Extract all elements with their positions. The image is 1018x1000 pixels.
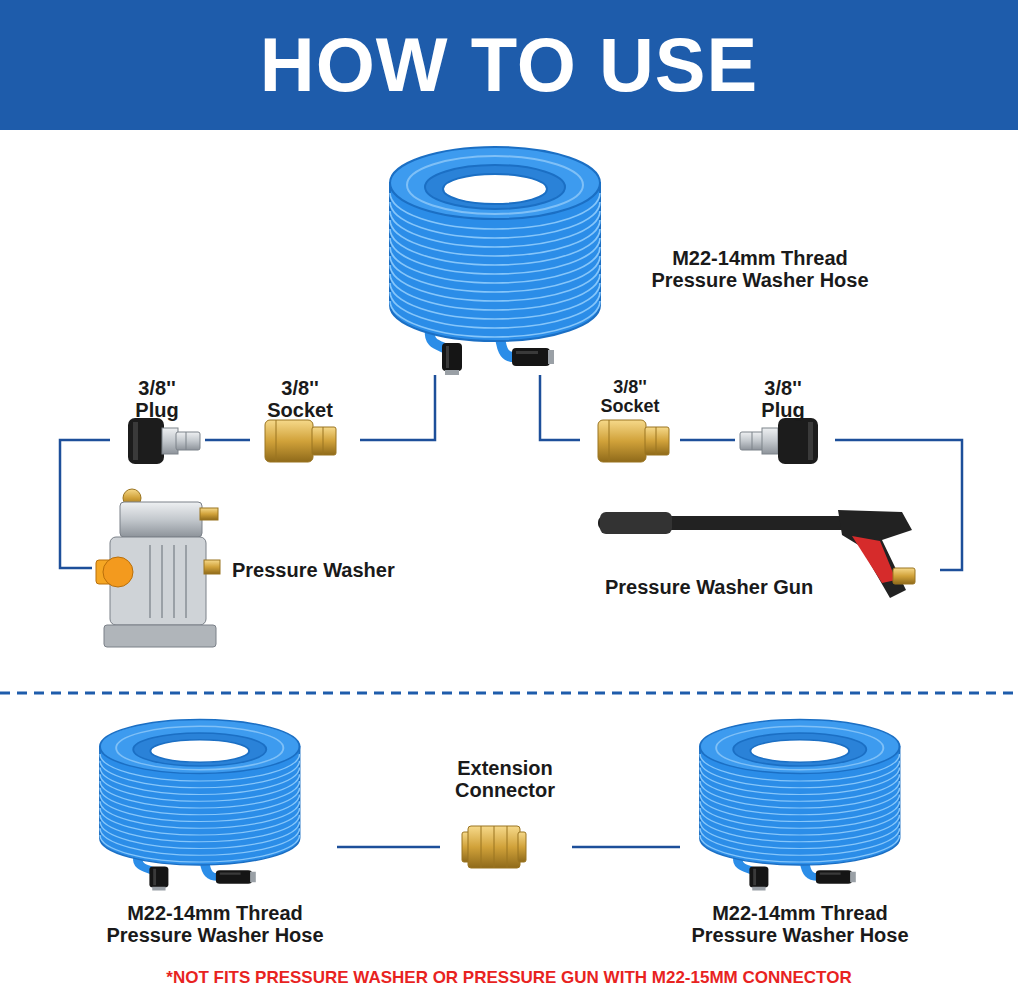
socket-hex bbox=[656, 427, 657, 455]
extension-coupler bbox=[462, 826, 526, 868]
connector-line bbox=[60, 440, 110, 568]
socket-fitting bbox=[598, 420, 669, 462]
plug-fitting bbox=[128, 418, 200, 464]
pump-fin bbox=[161, 545, 163, 618]
coupler-body bbox=[494, 826, 495, 868]
part-label: 3/8'' Socket bbox=[592, 378, 668, 417]
pump-outlet bbox=[200, 508, 218, 520]
socket-hex bbox=[645, 427, 669, 455]
plug-nipple bbox=[740, 432, 764, 450]
socket-body bbox=[609, 420, 610, 462]
socket-body bbox=[598, 420, 646, 462]
pressure-washer-pump bbox=[96, 489, 220, 647]
socket-body bbox=[276, 420, 277, 462]
part-label: M22-14mm Thread Pressure Washer Hose bbox=[645, 248, 875, 291]
hose-coil bbox=[100, 720, 300, 891]
gun-trigger bbox=[852, 536, 896, 583]
part-label: Pressure Washer Gun bbox=[605, 577, 835, 599]
plug-nipple bbox=[752, 432, 753, 450]
pump-head bbox=[120, 502, 202, 537]
gun-inlet bbox=[893, 568, 915, 584]
plug-part: 3/8'' Plug bbox=[110, 378, 205, 470]
plug-nut bbox=[778, 418, 818, 464]
socket-hex bbox=[312, 427, 336, 455]
plug-nut bbox=[808, 422, 813, 460]
dashed-divider bbox=[0, 692, 1018, 695]
plug-nut bbox=[133, 422, 138, 460]
connector-line bbox=[205, 439, 250, 442]
hose-part: M22-14mm Thread Pressure Washer Hose bbox=[680, 715, 922, 950]
plug-nipple bbox=[762, 428, 778, 454]
connector-line bbox=[540, 375, 580, 440]
plug-fitting bbox=[740, 418, 818, 464]
pump-fin bbox=[173, 545, 175, 618]
coupler-rim bbox=[518, 832, 526, 862]
warning-note: *NOT FITS PRESSURE WASHER OR PRESSURE GU… bbox=[0, 968, 1018, 988]
connector-line bbox=[572, 846, 680, 849]
plug-nipple bbox=[186, 432, 187, 450]
connector-line bbox=[835, 440, 962, 570]
part-label: 3/8'' Plug bbox=[747, 378, 819, 421]
hose-part: M22-14mm Thread Pressure Washer Hose bbox=[388, 140, 883, 375]
pump-fin bbox=[149, 545, 151, 618]
connector-line bbox=[337, 846, 440, 849]
pressure-washer-part: Pressure Washer bbox=[92, 488, 412, 653]
hose-coil bbox=[390, 147, 600, 375]
hose-coil bbox=[700, 720, 900, 891]
pump-valve bbox=[204, 560, 220, 574]
coupler-body bbox=[468, 826, 520, 868]
socket-hex bbox=[323, 427, 324, 455]
coupler-body bbox=[507, 826, 508, 868]
plug-part: 3/8'' Plug bbox=[735, 378, 835, 470]
connector-part: Extension Connector bbox=[440, 758, 572, 873]
part-label: 3/8'' Socket bbox=[264, 378, 336, 421]
plug-nut bbox=[128, 418, 164, 464]
gun-body bbox=[838, 510, 912, 598]
pump-base bbox=[104, 625, 216, 647]
pump-fin bbox=[185, 545, 187, 618]
connector-line bbox=[360, 375, 435, 440]
hose-part: M22-14mm Thread Pressure Washer Hose bbox=[95, 715, 337, 950]
part-label: 3/8'' Plug bbox=[121, 378, 193, 421]
socket-part: 3/8'' Socket bbox=[250, 378, 360, 470]
part-label: M22-14mm Thread Pressure Washer Hose bbox=[680, 903, 920, 946]
socket-fitting bbox=[265, 420, 336, 462]
part-label: Pressure Washer bbox=[232, 560, 410, 582]
spray-gun-part: Pressure Washer Gun bbox=[590, 485, 940, 605]
part-label: M22-14mm Thread Pressure Washer Hose bbox=[95, 903, 335, 946]
plug-nipple bbox=[176, 432, 200, 450]
connector-line bbox=[680, 439, 735, 442]
socket-part: 3/8'' Socket bbox=[580, 378, 680, 470]
part-label: Extension Connector bbox=[440, 758, 570, 801]
socket-body bbox=[265, 420, 313, 462]
coupler-body bbox=[481, 826, 482, 868]
title-banner: HOW TO USE bbox=[0, 0, 1018, 130]
banner-title: HOW TO USE bbox=[0, 0, 1018, 130]
pump-inlet bbox=[103, 557, 133, 587]
gun-grip bbox=[600, 512, 672, 534]
spray-gun bbox=[598, 510, 915, 598]
